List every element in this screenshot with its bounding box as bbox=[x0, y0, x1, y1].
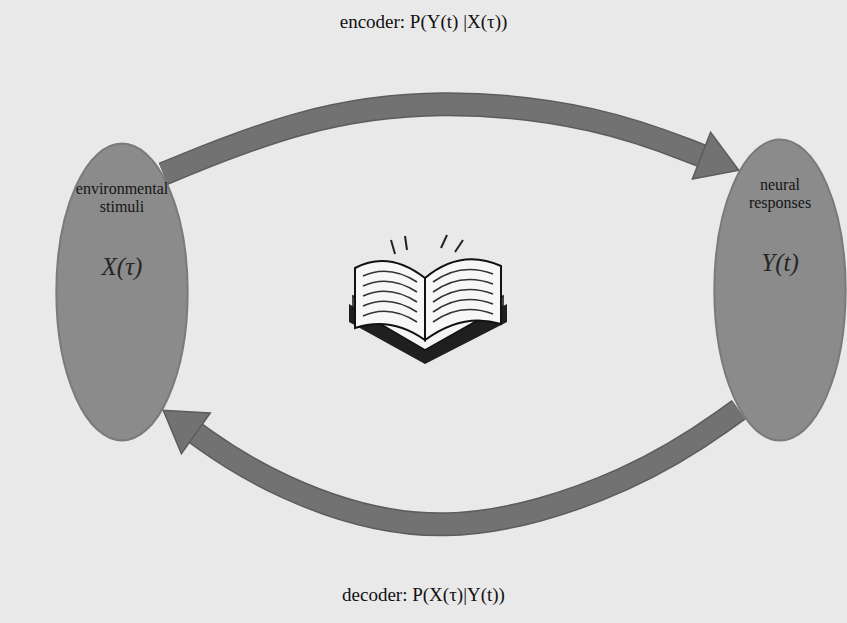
response-ellipse: neural responsesY(t) bbox=[713, 138, 847, 442]
arrow-head bbox=[692, 132, 738, 179]
book-motion-strokes bbox=[391, 235, 463, 254]
variable-symbol: Y(t) bbox=[761, 249, 799, 277]
arrow-shaft bbox=[193, 410, 739, 525]
variable-symbol: X(τ) bbox=[102, 253, 143, 281]
motion-stroke bbox=[455, 240, 463, 252]
node-name: environmental stimuli bbox=[72, 180, 172, 217]
arrow-shaft bbox=[163, 104, 705, 173]
text-line bbox=[363, 271, 417, 282]
node-name: neural responses bbox=[730, 176, 830, 213]
arrow-label: decoder: P(X(τ)|Y(t)) bbox=[336, 583, 511, 607]
arrow-label: encoder: P(Y(t) |X(τ)) bbox=[334, 10, 514, 34]
motion-stroke bbox=[441, 235, 447, 248]
arrow-shaft-outline bbox=[193, 410, 739, 525]
book-text-lines bbox=[363, 270, 493, 323]
text-line bbox=[363, 301, 417, 312]
arrow-shaft-outline bbox=[163, 104, 705, 173]
curved-arrow bbox=[163, 410, 739, 525]
arrow-head bbox=[163, 410, 210, 454]
text-line bbox=[363, 281, 417, 292]
ellipse-shape bbox=[56, 144, 187, 441]
curved-arrow bbox=[163, 104, 739, 179]
motion-stroke bbox=[405, 236, 407, 250]
book-illustration bbox=[343, 232, 513, 367]
ellipse-shape bbox=[714, 140, 845, 441]
stimulus-ellipse: environmental stimuliX(τ) bbox=[55, 142, 189, 442]
book-right-page bbox=[425, 259, 501, 340]
text-line bbox=[363, 311, 417, 322]
book-left-page bbox=[355, 261, 425, 340]
motion-stroke bbox=[391, 240, 395, 254]
text-line bbox=[363, 291, 417, 302]
text-line bbox=[433, 310, 493, 323]
